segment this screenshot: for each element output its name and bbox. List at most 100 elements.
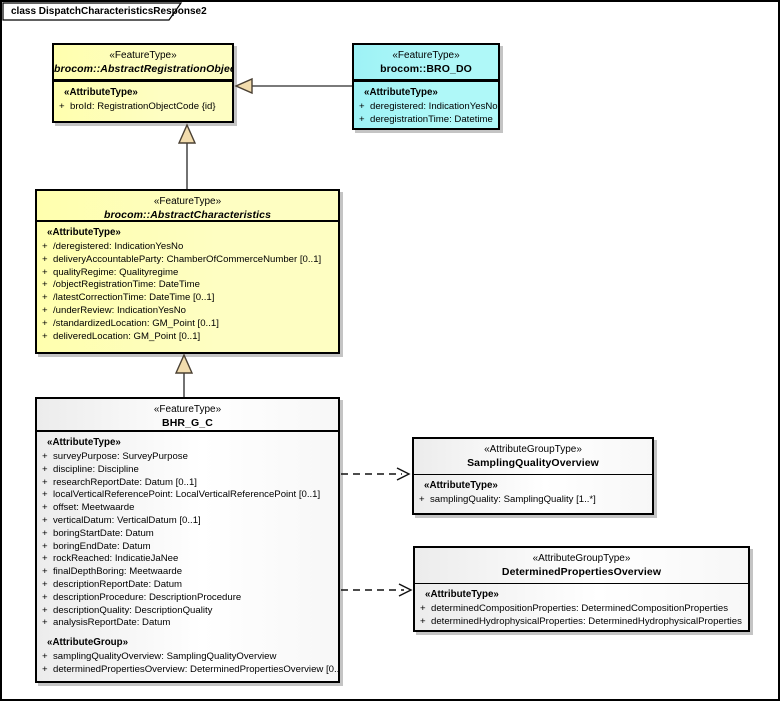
attribute-text: /objectRegistrationTime: DateTime — [53, 279, 200, 291]
class-box-sampling-quality-overview[interactable]: «AttributeGroupType» SamplingQualityOver… — [412, 437, 654, 515]
attribute-row[interactable]: + samplingQualityOverview: SamplingQualit… — [37, 651, 338, 664]
attribute-text: determinedHydrophysicalProperties: Deter… — [431, 615, 742, 627]
class-box-determined-properties-overview[interactable]: «AttributeGroupType» DeterminedPropertie… — [413, 546, 750, 632]
attributes-compartment: «AttributeType» +samplingQuality: Samplin… — [414, 475, 652, 507]
visibility-marker: + — [42, 502, 48, 514]
attribute-text: /latestCorrectionTime: DateTime [0..1] — [53, 292, 215, 304]
attribute-text: broId: RegistrationObjectCode {id} — [70, 101, 216, 112]
attribute-text: verticalDatum: VerticalDatum [0..1] — [53, 514, 201, 526]
attribute-row[interactable]: +descriptionProcedure: DescriptionProced… — [37, 592, 338, 605]
visibility-marker: + — [42, 527, 48, 539]
attribute-row[interactable]: + /underReview: IndicationYesNo — [37, 305, 338, 318]
generalization-arrowhead-icon — [234, 77, 253, 95]
attribute-row[interactable]: +researchReportDate: Datum [0..1] — [37, 477, 338, 490]
attribute-section-heading: «AttributeType» — [364, 87, 438, 98]
attribute-row[interactable]: + deliveredLocation: GM_Point [0..1] — [37, 331, 338, 344]
class-name: DeterminedPropertiesOverview — [501, 566, 662, 578]
visibility-marker: + — [42, 266, 48, 278]
class-header: «FeatureType» BHR_G_C — [37, 399, 338, 432]
attribute-row[interactable]: +deregistrationTime: Datetime — [354, 114, 498, 127]
attribute-row[interactable]: +qualityRegime: Qualityregime — [37, 267, 338, 280]
attribute-row[interactable]: +discipline: Discipline — [37, 464, 338, 477]
attribute-section-heading: «AttributeType» — [47, 227, 121, 238]
visibility-marker: + — [42, 279, 48, 291]
attribute-row[interactable]: + /deregistered: IndicationYesNo — [37, 241, 338, 254]
class-stereotype: «FeatureType» — [109, 50, 177, 61]
attribute-row[interactable]: +finalDepthBoring: Meetwaarde — [37, 566, 338, 579]
visibility-marker: + — [42, 591, 48, 603]
visibility-marker: + — [42, 489, 48, 501]
generalization-arrowhead-icon — [174, 353, 194, 374]
attribute-text: /deregistered: IndicationYesNo — [53, 241, 184, 252]
attributes-compartment: «AttributeType» + deregistered: Indication… — [354, 82, 498, 127]
attribute-row[interactable]: + offset: Meetwaarde — [37, 502, 338, 515]
attribute-row[interactable]: +/standardizedLocation: GM_Point [0..1] — [37, 318, 338, 331]
class-stereotype: «FeatureType» — [153, 196, 222, 207]
class-stereotype: «FeatureType» — [392, 50, 460, 61]
attribute-text: analysisReportDate: Datum — [53, 617, 171, 629]
visibility-marker: + — [42, 241, 48, 252]
attribute-text: determinedCompositionProperties: Determi… — [431, 603, 729, 614]
class-box-abstract-registration-object[interactable]: «FeatureType» brocom::AbstractRegistrati… — [52, 43, 234, 123]
visibility-marker: + — [42, 451, 48, 462]
class-stereotype: «AttributeGroupType» — [484, 444, 582, 455]
attribute-row[interactable]: +determinedHydrophysicalProperties: Dete… — [415, 616, 748, 629]
attributes-compartment: «AttributeType» + /deregistered: Indicatio… — [37, 222, 338, 343]
attribute-text: researchReportDate: Datum [0..1] — [53, 476, 197, 488]
attribute-row[interactable]: + determinedCompositionProperties: Determ… — [415, 603, 748, 616]
attribute-row[interactable]: + deregistered: IndicationYesNo — [354, 101, 498, 114]
generalization-arrowhead-icon — [177, 123, 197, 144]
visibility-marker: + — [42, 317, 48, 329]
attribute-row[interactable]: + /objectRegistrationTime: DateTime — [37, 279, 338, 292]
attribute-row[interactable]: +boringStartDate: Datum — [37, 528, 338, 541]
visibility-marker: + — [42, 604, 48, 616]
attribute-text: deregistered: IndicationYesNo — [370, 101, 498, 112]
visibility-marker: + — [42, 578, 48, 590]
attribute-row[interactable]: +boringEndDate: Datum — [37, 541, 338, 554]
attribute-text: rockReached: IndicatieJaNee — [53, 553, 179, 565]
attribute-section-heading: «AttributeGroup» — [47, 637, 129, 649]
attribute-row[interactable]: +samplingQuality: SamplingQuality [1..*] — [414, 494, 652, 507]
class-box-bhr-g-c[interactable]: «FeatureType» BHR_G_C «AttributeType»+su… — [35, 397, 340, 683]
attribute-text: finalDepthBoring: Meetwaarde — [53, 566, 183, 578]
attribute-section-heading: «AttributeType» — [64, 87, 138, 98]
visibility-marker: + — [420, 603, 426, 614]
attribute-row[interactable]: + descriptionQuality: DescriptionQuality — [37, 605, 338, 618]
attribute-text: determinedPropertiesOverview: Determined… — [53, 663, 338, 675]
attribute-text: deliveredLocation: GM_Point [0..1] — [53, 330, 201, 342]
class-stereotype: «AttributeGroupType» — [532, 553, 631, 564]
dependency-arrowhead-icon — [396, 467, 411, 481]
attribute-text: localVerticalReferencePoint: LocalVertic… — [53, 489, 321, 501]
visibility-marker: + — [42, 304, 48, 316]
attribute-text: boringEndDate: Datum — [53, 540, 151, 552]
attribute-section-heading: «AttributeType» — [425, 589, 499, 600]
attribute-row[interactable]: +rockReached: IndicatieJaNee — [37, 553, 338, 566]
visibility-marker: + — [359, 113, 365, 125]
attribute-text: descriptionReportDate: Datum — [53, 578, 183, 590]
attribute-row[interactable]: +determinedPropertiesOverview: Determine… — [37, 664, 338, 677]
attribute-row[interactable]: +broId: RegistrationObjectCode {id} — [54, 101, 232, 114]
class-box-bro-do[interactable]: «FeatureType» brocom::BRO_DO «AttributeT… — [352, 43, 500, 130]
attributes-compartment: «AttributeType» + determinedCompositionPro… — [415, 584, 748, 629]
visibility-marker: + — [42, 651, 48, 663]
attribute-row[interactable]: +surveyPurpose: SurveyPurpose — [37, 451, 338, 464]
attribute-row[interactable]: +analysisReportDate: Datum — [37, 617, 338, 630]
attribute-section-heading: «AttributeType» — [424, 480, 498, 491]
attribute-row[interactable]: +deliveryAccountableParty: ChamberOfComm… — [37, 254, 338, 267]
attribute-text: deliveryAccountableParty: ChamberOfComme… — [53, 253, 322, 265]
class-header: «FeatureType» brocom::BRO_DO — [354, 45, 498, 82]
attribute-row[interactable]: +verticalDatum: VerticalDatum [0..1] — [37, 515, 338, 528]
attribute-text: descriptionQuality: DescriptionQuality — [53, 604, 213, 616]
attribute-text: offset: Meetwaarde — [53, 502, 135, 514]
attribute-text: /underReview: IndicationYesNo — [53, 304, 186, 316]
visibility-marker: + — [419, 494, 425, 505]
attribute-text: samplingQualityOverview: SamplingQuality… — [53, 651, 277, 663]
class-name: BHR_G_C — [162, 417, 213, 429]
attribute-row[interactable]: + localVerticalReferencePoint: LocalVerti… — [37, 489, 338, 502]
attribute-row[interactable]: + descriptionReportDate: Datum — [37, 579, 338, 592]
visibility-marker: + — [42, 330, 48, 342]
visibility-marker: + — [359, 101, 365, 112]
attribute-row[interactable]: +/latestCorrectionTime: DateTime [0..1] — [37, 292, 338, 305]
attribute-text: discipline: Discipline — [53, 463, 139, 475]
class-box-abstract-characteristics[interactable]: «FeatureType» brocom::AbstractCharacteri… — [35, 189, 340, 354]
